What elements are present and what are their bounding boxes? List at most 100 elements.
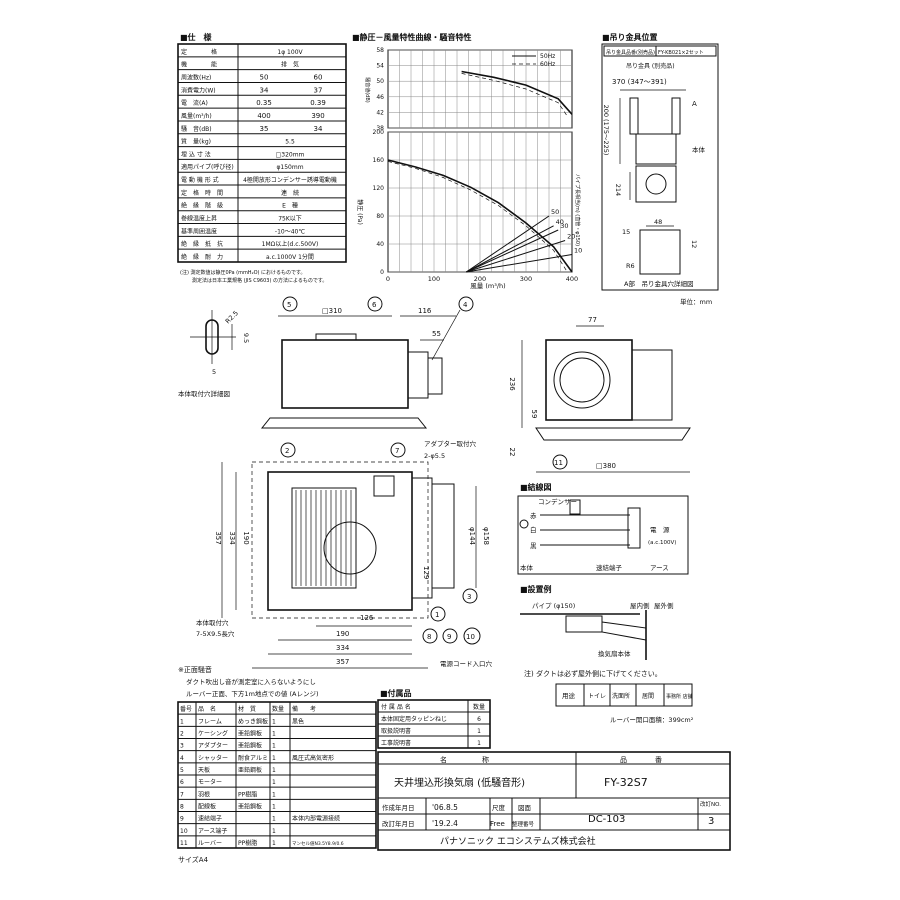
x-tick-label: 0 <box>386 275 390 283</box>
acc-head-qty: 数量 <box>473 703 485 711</box>
parts-cell: シャッター <box>198 754 228 762</box>
spec-value: φ150mm <box>276 164 303 171</box>
pressure-tick-label: 40 <box>376 241 384 248</box>
x-tick-label: 400 <box>566 275 578 283</box>
acc-head: 付 属 品 名 <box>381 703 411 711</box>
parts-cell: 1 <box>272 755 276 762</box>
parts-cell: 3 <box>180 743 184 750</box>
chart-legend: 50Hz 60Hz <box>512 53 555 68</box>
plan-view: アダプター取付穴 2-φ5.5 2 7 357 334 190 φ144 φ15… <box>196 439 493 669</box>
install-outside: 屋外側 <box>654 601 674 610</box>
x-tick-label: 300 <box>520 275 532 283</box>
acc-qty: 6 <box>477 716 481 723</box>
quiet-line-1: ダクト吹出し音が測定室に入らないようにし <box>186 677 316 686</box>
plan-d129: 129 <box>422 566 430 579</box>
spec-value-60: 60 <box>314 73 323 81</box>
pipe-length-label: パイプ長相当(m) (直管・φ150) <box>574 174 581 246</box>
parts-cell: 2 <box>180 731 184 738</box>
parts-cell: 11 <box>180 840 188 847</box>
spec-value: 排 気 <box>281 61 299 69</box>
spec-value: 連 続 <box>281 189 299 197</box>
side-d59: 59 <box>530 410 538 419</box>
spec-value-60: 34 <box>314 125 323 133</box>
pressure-tick-label: 0 <box>380 269 384 276</box>
spec-value-50: 0.35 <box>256 99 272 107</box>
parts-cell: 9 <box>180 816 184 823</box>
unit-label: 単位：mm <box>680 297 712 306</box>
install-pipe: パイプ (φ150) <box>532 602 575 610</box>
side-d380: □380 <box>596 462 616 470</box>
spec-label: 絶 縁 耐 力 <box>181 253 223 261</box>
hole-detail: R2.5 9.5 5 本体取付穴詳細図 <box>178 309 250 398</box>
hanger-dim-top: 370 (347〜391) <box>612 78 667 86</box>
pipe-resistance-line <box>465 229 559 273</box>
hanger-box-1: 吊り金具品番(別売品) <box>606 49 655 56</box>
wiring-power-2: (a.c.100V) <box>648 540 676 546</box>
spec-title: ■仕 様 <box>180 32 213 42</box>
pipe-length-50: 50 <box>551 208 559 216</box>
hanger-position: ■吊り金具位置 吊り金具品番(別売品) FY-KB021×2セット 吊り金具 (… <box>601 32 719 291</box>
plan-balloon-3: 3 <box>467 593 471 601</box>
hanger-d15: 15 <box>622 228 630 236</box>
hanger-box-2: FY-KB021×2セット <box>658 50 704 56</box>
pipe-length-40: 40 <box>556 218 564 226</box>
wiring-diagram: ■結線図 コンデンサー 赤 白 黒 本体 速結端子 電 源 (a.c.100V)… <box>517 482 689 575</box>
parts-cell: 亜鉛鋼板 <box>238 730 262 738</box>
noise-tick-label: 58 <box>376 47 384 54</box>
wiring-earth: アース <box>650 564 669 572</box>
side-d77: 77 <box>588 316 597 324</box>
tb-name-head: 名 称 <box>440 755 489 764</box>
tb-rev: 3 <box>708 816 714 827</box>
hanger-body: 本体 <box>692 145 706 154</box>
acc-item: 工事説明書 <box>381 739 411 747</box>
plan-balloon-1: 1 <box>435 611 439 619</box>
parts-cell: 速結端子 <box>198 815 222 823</box>
install-note: 注) ダクトは必ず屋外側に下げてください。 <box>524 669 662 678</box>
parts-cell: 5 <box>180 767 184 774</box>
spec-label: 絶 縁 階 級 <box>181 202 223 210</box>
tb-rev-label: 改訂NO. <box>700 800 721 808</box>
plan-d144: φ144 <box>468 527 476 546</box>
hanger-caption: A部 吊り金具穴詳細図 <box>624 279 693 288</box>
spec-value: 5.5 <box>285 139 295 146</box>
parts-cell: 1 <box>180 718 184 725</box>
quiet-title: ※正面騒音 <box>178 665 212 674</box>
plan-adapter: アダプター取付穴 <box>424 439 477 448</box>
acc-qty: 1 <box>477 728 481 735</box>
title-block: 名 称 品 番 天井埋込形換気扇 (低騒音形) FY-32S7 作成年月日 '0… <box>377 751 731 851</box>
parts-cell: 黒色 <box>292 717 304 725</box>
parts-cell: 1 <box>272 804 276 811</box>
noise-note: ※正面騒音 ダクト吹出し音が測定室に入らないようにし ルーバー正面、下方1m地点… <box>178 665 319 698</box>
noise-tick-label: 50 <box>376 78 384 85</box>
plan-balloon-10: 10 <box>466 633 475 641</box>
usage-item-3: 居間 <box>642 693 654 700</box>
plan-mount-2: 7-5X9.5長穴 <box>196 629 235 638</box>
plan-d334h: 334 <box>336 644 350 652</box>
spec-label: 埋 込 寸 法 <box>181 150 211 158</box>
parts-cell: 1 <box>272 779 276 786</box>
spec-value: -10〜40℃ <box>275 228 305 235</box>
parts-head: 数量 <box>272 705 284 713</box>
parts-cell: 天板 <box>198 766 210 774</box>
plan-d334: 334 <box>228 531 236 545</box>
parts-cell: 耐食アルミ <box>238 754 268 762</box>
parts-cell: PP樹脂 <box>238 839 257 847</box>
tb-model: FY-32S7 <box>604 776 648 789</box>
chart-x-label: 風量 (m³/h) <box>470 282 505 290</box>
side-balloon-11: 11 <box>554 459 563 467</box>
parts-head: 備 考 <box>292 705 316 713</box>
parts-cell: 1 <box>272 828 276 835</box>
pipe-length-30: 30 <box>560 222 568 230</box>
parts-head: 品 名 <box>198 705 216 713</box>
usage-item-4: 事務所 店舗 <box>666 693 693 700</box>
noise-tick-label: 42 <box>376 109 384 116</box>
installation-example: ■設置例 パイプ (φ150) 屋内側 屋外側 換気扇本体 注) ダクトは必ず屋… <box>520 584 674 678</box>
spec-value-50: 400 <box>257 112 270 120</box>
parts-cell: 1 <box>272 791 276 798</box>
pressure-curve-50Hz <box>387 159 573 273</box>
usage-item-1: トイレ <box>588 693 606 700</box>
plan-mount: 本体取付穴 <box>196 618 229 627</box>
plan-d190: 190 <box>336 630 349 638</box>
spec-label: 基準周囲温度 <box>181 227 217 235</box>
